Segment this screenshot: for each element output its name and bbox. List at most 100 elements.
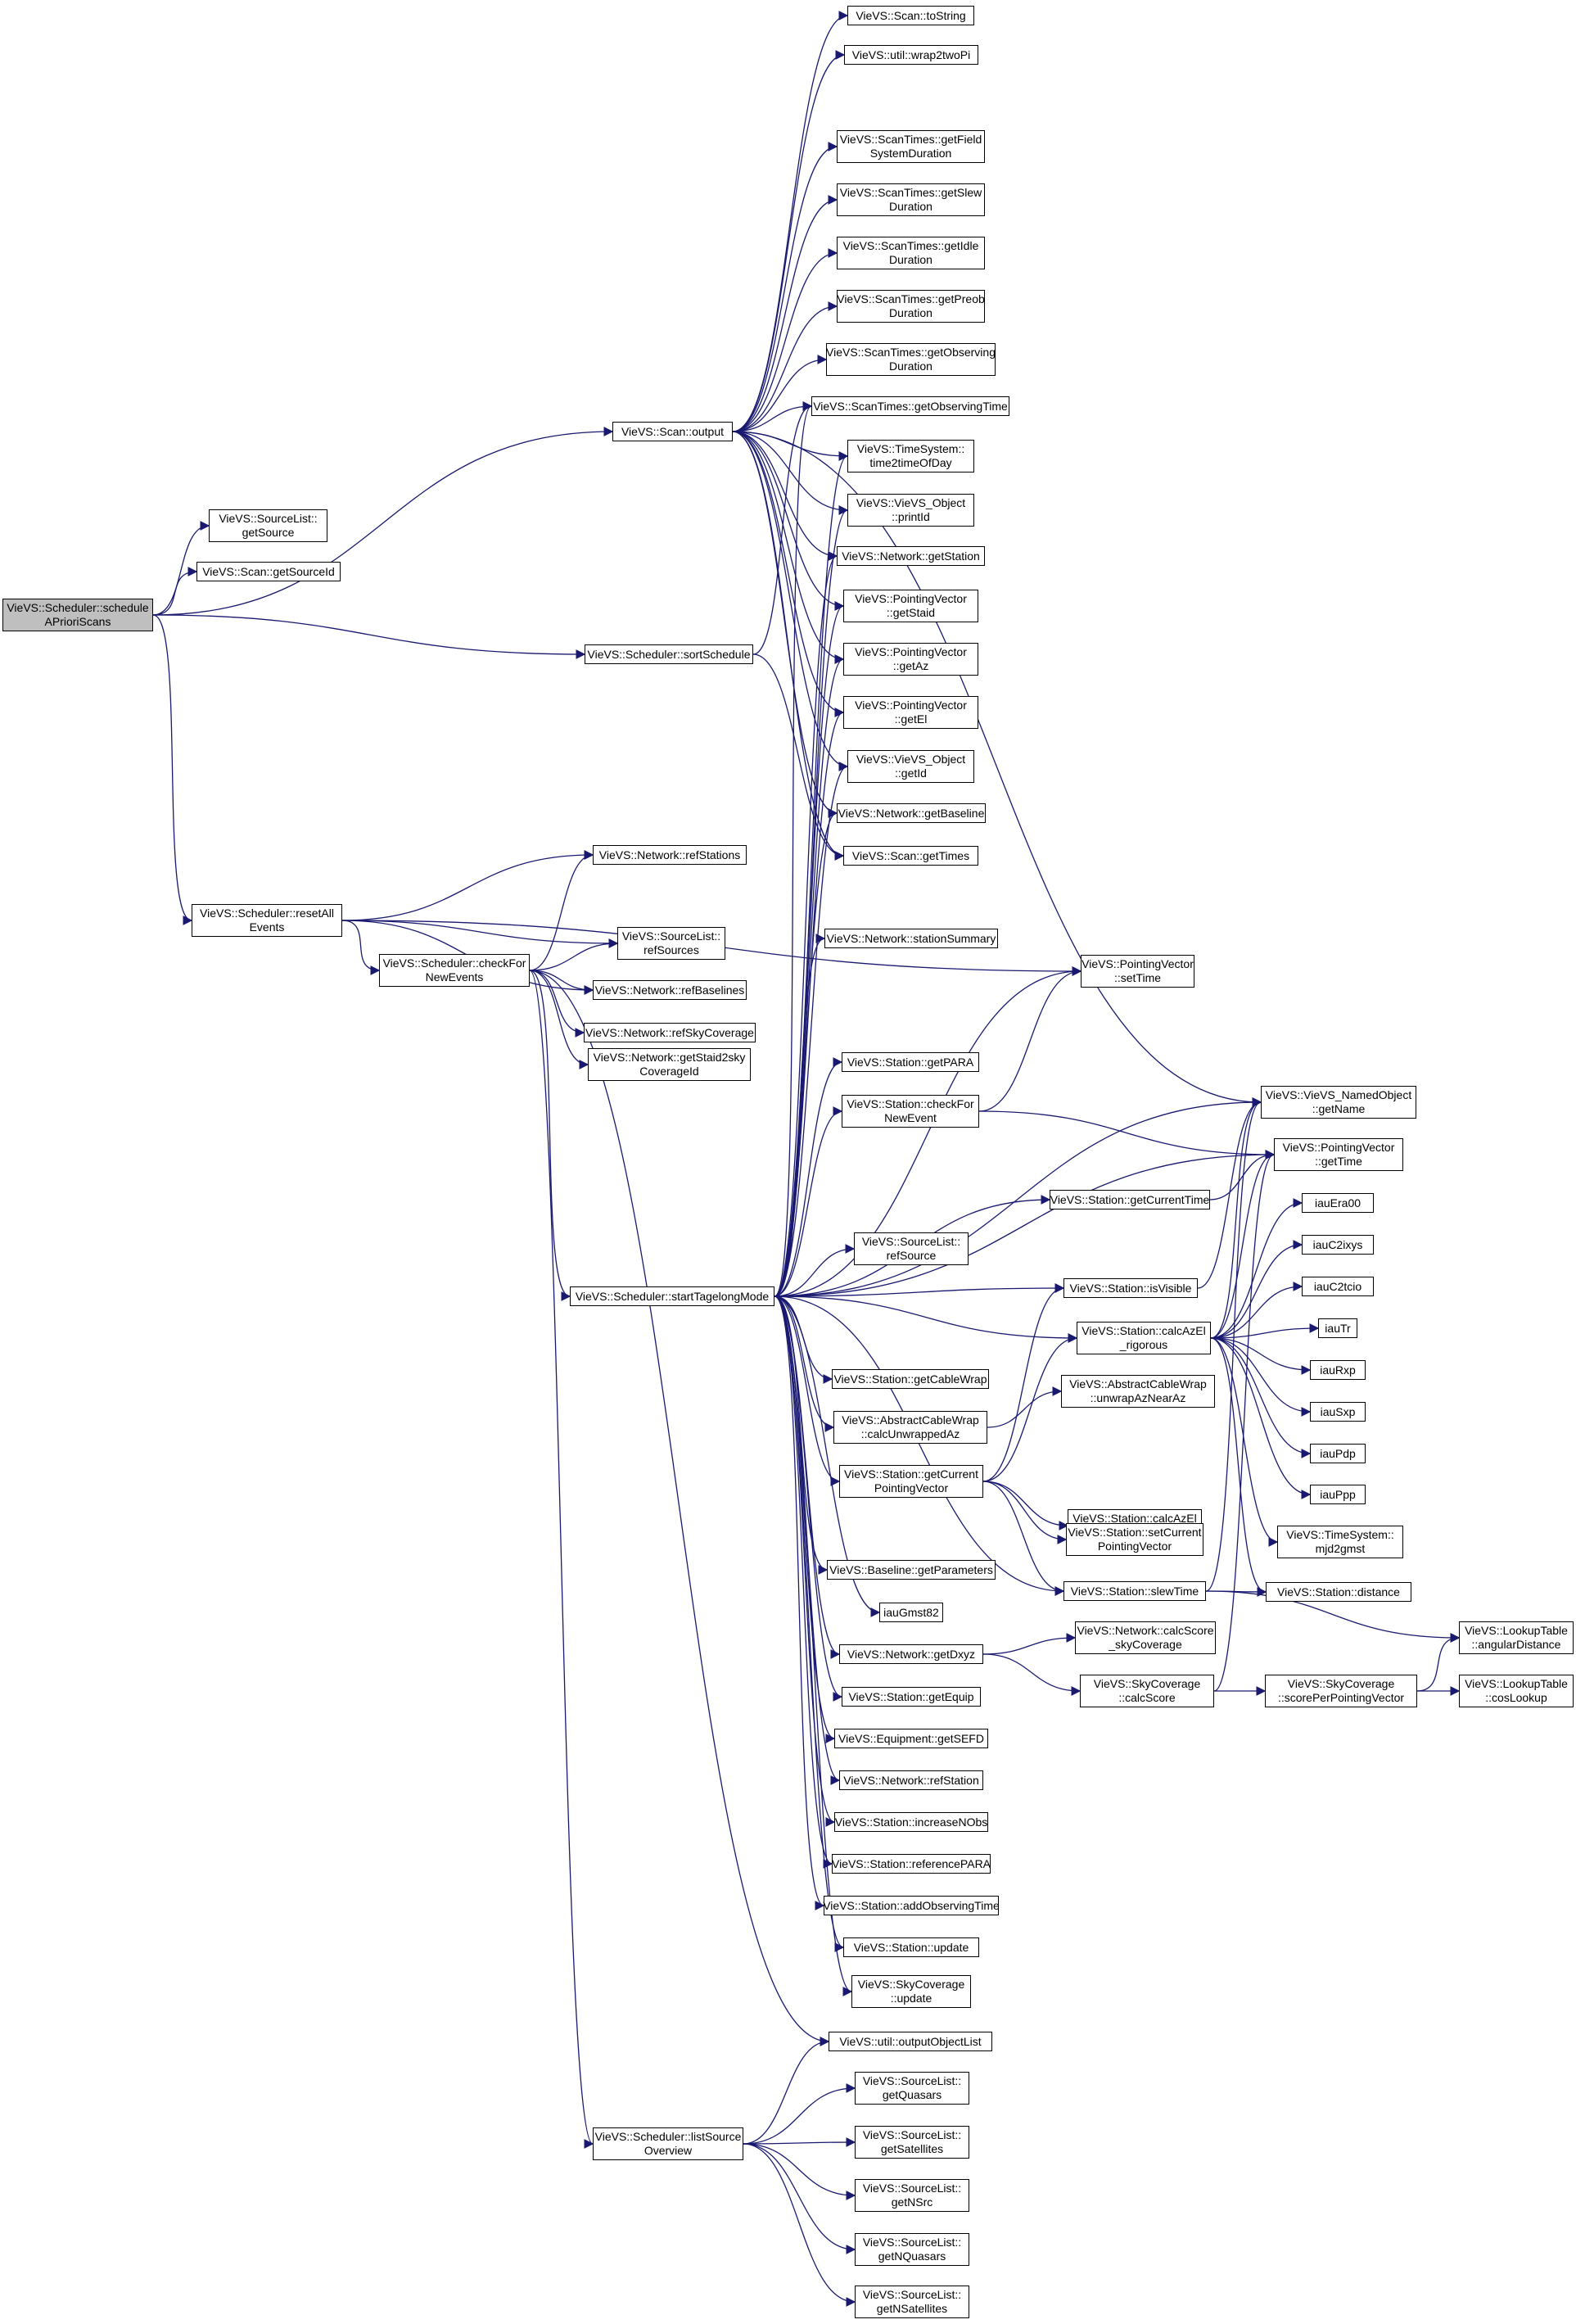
node-st-getPreob[interactable]: VieVS::ScanTimes::getPreob Duration	[837, 290, 985, 323]
node-sky-calcScore[interactable]: VieVS::SkyCoverage ::calcScore	[1080, 1675, 1214, 1707]
node-sta-getCurrentTime[interactable]: VieVS::Station::getCurrentTime	[1050, 1190, 1210, 1209]
node-sl-getSatellites[interactable]: VieVS::SourceList:: getSatellites	[855, 2126, 969, 2159]
node-sta-getEquip[interactable]: VieVS::Station::getEquip	[842, 1687, 981, 1707]
node-net-refBaselines[interactable]: VieVS::Network::refBaselines	[593, 980, 747, 1000]
node-ts-mjd2gmst[interactable]: VieVS::TimeSystem:: mjd2gmst	[1277, 1526, 1403, 1558]
node-net-stationSummary[interactable]: VieVS::Network::stationSummary	[824, 929, 998, 948]
node-st-getIdle[interactable]: VieVS::ScanTimes::getIdle Duration	[837, 237, 985, 269]
node-iauTr[interactable]: iauTr	[1318, 1318, 1357, 1338]
node-eq-getSEFD[interactable]: VieVS::Equipment::getSEFD	[834, 1729, 988, 1748]
node-sl-getNSatellites[interactable]: VieVS::SourceList:: getNSatellites	[855, 2286, 969, 2318]
node-iauSxp[interactable]: iauSxp	[1310, 1402, 1366, 1422]
node-sta-checkForNewEvent[interactable]: VieVS::Station::checkFor NewEvent	[842, 1095, 979, 1128]
node-pv-getEl[interactable]: VieVS::PointingVector ::getEl	[843, 696, 978, 729]
node-sl-getNSrc[interactable]: VieVS::SourceList:: getNSrc	[855, 2179, 969, 2212]
node-pv-getAz[interactable]: VieVS::PointingVector ::getAz	[843, 643, 978, 676]
node-sl-getNQuasars[interactable]: VieVS::SourceList:: getNQuasars	[855, 2233, 969, 2266]
node-sta-getCurrentPV[interactable]: VieVS::Station::getCurrent PointingVecto…	[839, 1465, 983, 1498]
node-net-getStaid2sky[interactable]: VieVS::Network::getStaid2sky CoverageId	[588, 1048, 751, 1081]
node-scan-getSourceId[interactable]: VieVS::Scan::getSourceId	[196, 562, 341, 581]
node-iauC2tcio[interactable]: iauC2tcio	[1302, 1277, 1374, 1296]
node-sta-getPARA[interactable]: VieVS::Station::getPARA	[842, 1052, 979, 1072]
node-acw-unwrapNear[interactable]: VieVS::AbstractCableWrap ::unwrapAzNearA…	[1061, 1375, 1215, 1408]
node-lt-angular[interactable]: VieVS::LookupTable ::angularDistance	[1459, 1621, 1574, 1654]
node-label: VieVS::PointingVector ::getTime	[1282, 1141, 1395, 1168]
node-label: VieVS::Network::getBaseline	[838, 806, 985, 820]
node-pv-getTime[interactable]: VieVS::PointingVector ::getTime	[1274, 1138, 1403, 1171]
node-acw-calcUnwrapped[interactable]: VieVS::AbstractCableWrap ::calcUnwrapped…	[833, 1411, 987, 1444]
node-obj-getId[interactable]: VieVS::VieVS_Object ::getId	[847, 750, 974, 783]
node-iauPpp[interactable]: iauPpp	[1310, 1485, 1366, 1504]
node-resetAllEvents[interactable]: VieVS::Scheduler::resetAll Events	[192, 904, 342, 937]
edge-startTagelong-to-st_getObsTime	[774, 401, 813, 1297]
node-pv-getStaid[interactable]: VieVS::PointingVector ::getStaid	[843, 590, 978, 622]
node-named-getName[interactable]: VieVS::VieVS_NamedObject ::getName	[1261, 1086, 1416, 1119]
edge-sta_isVisible-to-named_getName	[1197, 1097, 1262, 1289]
node-sl-getQuasars[interactable]: VieVS::SourceList:: getQuasars	[855, 2072, 969, 2105]
node-sta-update[interactable]: VieVS::Station::update	[843, 1937, 979, 1957]
node-startTagelong[interactable]: VieVS::Scheduler::startTagelongMode	[570, 1286, 774, 1306]
node-bl-getParameters[interactable]: VieVS::Baseline::getParameters	[827, 1560, 996, 1580]
node-sl-refSources[interactable]: VieVS::SourceList:: refSources	[617, 927, 725, 960]
edge-startTagelong-to-sta_checkForNewEvent	[774, 1106, 843, 1297]
edge-listSourceOverview-to-util_outputObjList	[743, 2037, 830, 2145]
node-scan-output[interactable]: VieVS::Scan::output	[612, 422, 733, 441]
node-label: VieVS::AbstractCableWrap ::calcUnwrapped…	[842, 1413, 979, 1440]
node-iauPdp[interactable]: iauPdp	[1310, 1444, 1366, 1463]
node-label: VieVS::Station::getCurrentTime	[1050, 1192, 1210, 1206]
node-label: VieVS::VieVS_Object ::printId	[856, 496, 966, 523]
node-sta-calcAzElRig[interactable]: VieVS::Station::calcAzEl _rigorous	[1077, 1322, 1211, 1354]
node-sta-addObsTime[interactable]: VieVS::Station::addObservingTime	[823, 1896, 1000, 1915]
node-sta-refPARA[interactable]: VieVS::Station::referencePARA	[832, 1854, 991, 1874]
node-st-getFieldSys[interactable]: VieVS::ScanTimes::getField SystemDuratio…	[837, 130, 985, 163]
node-net-getStation[interactable]: VieVS::Network::getStation	[837, 546, 985, 566]
edge-startTagelong-to-pv_setTime	[774, 966, 1082, 1297]
node-label: VieVS::Station::distance	[1277, 1585, 1400, 1598]
node-st-getObsTime[interactable]: VieVS::ScanTimes::getObservingTime	[811, 396, 1009, 416]
node-ts-time2[interactable]: VieVS::TimeSystem:: time2timeOfDay	[847, 440, 974, 472]
node-sta-slewTime[interactable]: VieVS::Station::slewTime	[1063, 1581, 1206, 1601]
node-scan-toString[interactable]: VieVS::Scan::toString	[847, 6, 974, 25]
node-sta-increaseNObs[interactable]: VieVS::Station::increaseNObs	[834, 1812, 988, 1832]
node-sta-distance[interactable]: VieVS::Station::distance	[1266, 1582, 1411, 1602]
node-root[interactable]: VieVS::Scheduler::schedule APrioriScans	[2, 599, 153, 631]
node-net-calcScoreSky[interactable]: VieVS::Network::calcScore _skyCoverage	[1075, 1621, 1216, 1654]
node-sky-update[interactable]: VieVS::SkyCoverage ::update	[851, 1975, 971, 2008]
node-label: VieVS::ScanTimes::getIdle Duration	[842, 239, 979, 266]
node-listSourceOverview[interactable]: VieVS::Scheduler::listSource Overview	[593, 2127, 743, 2160]
edge-listSourceOverview-to-sl_getNSrc	[743, 2143, 856, 2200]
node-util-outputObjList[interactable]: VieVS::util::outputObjectList	[829, 2032, 992, 2051]
node-sky-scorePerPV[interactable]: VieVS::SkyCoverage ::scorePerPointingVec…	[1265, 1675, 1417, 1707]
node-st-getObsDur[interactable]: VieVS::ScanTimes::getObserving Duration	[826, 343, 996, 376]
node-sortSchedule[interactable]: VieVS::Scheduler::sortSchedule	[585, 644, 753, 664]
edge-sta_calcAzElRig-to-named_getName	[1210, 1097, 1262, 1339]
node-sta-getCableWrap[interactable]: VieVS::Station::getCableWrap	[832, 1369, 989, 1389]
node-lt-cos[interactable]: VieVS::LookupTable ::cosLookup	[1459, 1675, 1574, 1707]
node-pv-setTime[interactable]: VieVS::PointingVector ::setTime	[1081, 955, 1194, 988]
node-iauC2ixys[interactable]: iauC2ixys	[1302, 1235, 1374, 1255]
node-label: iauPpp	[1320, 1487, 1356, 1501]
node-label: VieVS::ScanTimes::getObserving Duration	[826, 346, 996, 373]
node-label: VieVS::ScanTimes::getPreob Duration	[837, 292, 985, 319]
node-sl-getSource[interactable]: VieVS::SourceList:: getSource	[209, 509, 327, 542]
node-st-getSlew[interactable]: VieVS::ScanTimes::getSlew Duration	[837, 183, 985, 216]
node-label: VieVS::Station::getCableWrap	[833, 1372, 987, 1386]
node-checkForNewEvents[interactable]: VieVS::Scheduler::checkFor NewEvents	[379, 954, 530, 987]
edge-startTagelong-to-named_getName	[774, 1097, 1262, 1297]
node-iauEra00[interactable]: iauEra00	[1302, 1193, 1374, 1213]
node-net-getBaseline[interactable]: VieVS::Network::getBaseline	[837, 803, 986, 823]
edge-root-to-scan_output	[152, 427, 614, 616]
node-net-refStations[interactable]: VieVS::Network::refStations	[593, 845, 747, 865]
node-iauGmst82[interactable]: iauGmst82	[879, 1603, 943, 1622]
node-sta-setCurrentPV[interactable]: VieVS::Station::setCurrent PointingVecto…	[1066, 1523, 1203, 1556]
node-net-refSkyCov[interactable]: VieVS::Network::refSkyCoverage	[584, 1023, 756, 1042]
node-net-refStation[interactable]: VieVS::Network::refStation	[839, 1770, 983, 1790]
node-iauRxp[interactable]: iauRxp	[1310, 1360, 1366, 1380]
node-net-getDxyz[interactable]: VieVS::Network::getDxyz	[839, 1644, 983, 1664]
node-sl-refSource[interactable]: VieVS::SourceList:: refSource	[854, 1232, 969, 1265]
node-sta-isVisible[interactable]: VieVS::Station::isVisible	[1063, 1278, 1198, 1298]
node-scan-getTimes[interactable]: VieVS::Scan::getTimes	[843, 846, 978, 866]
node-label: VieVS::Network::getDxyz	[847, 1647, 976, 1661]
node-wrap2twoPi[interactable]: VieVS::util::wrap2twoPi	[844, 45, 978, 65]
node-obj-printId[interactable]: VieVS::VieVS_Object ::printId	[847, 494, 974, 527]
